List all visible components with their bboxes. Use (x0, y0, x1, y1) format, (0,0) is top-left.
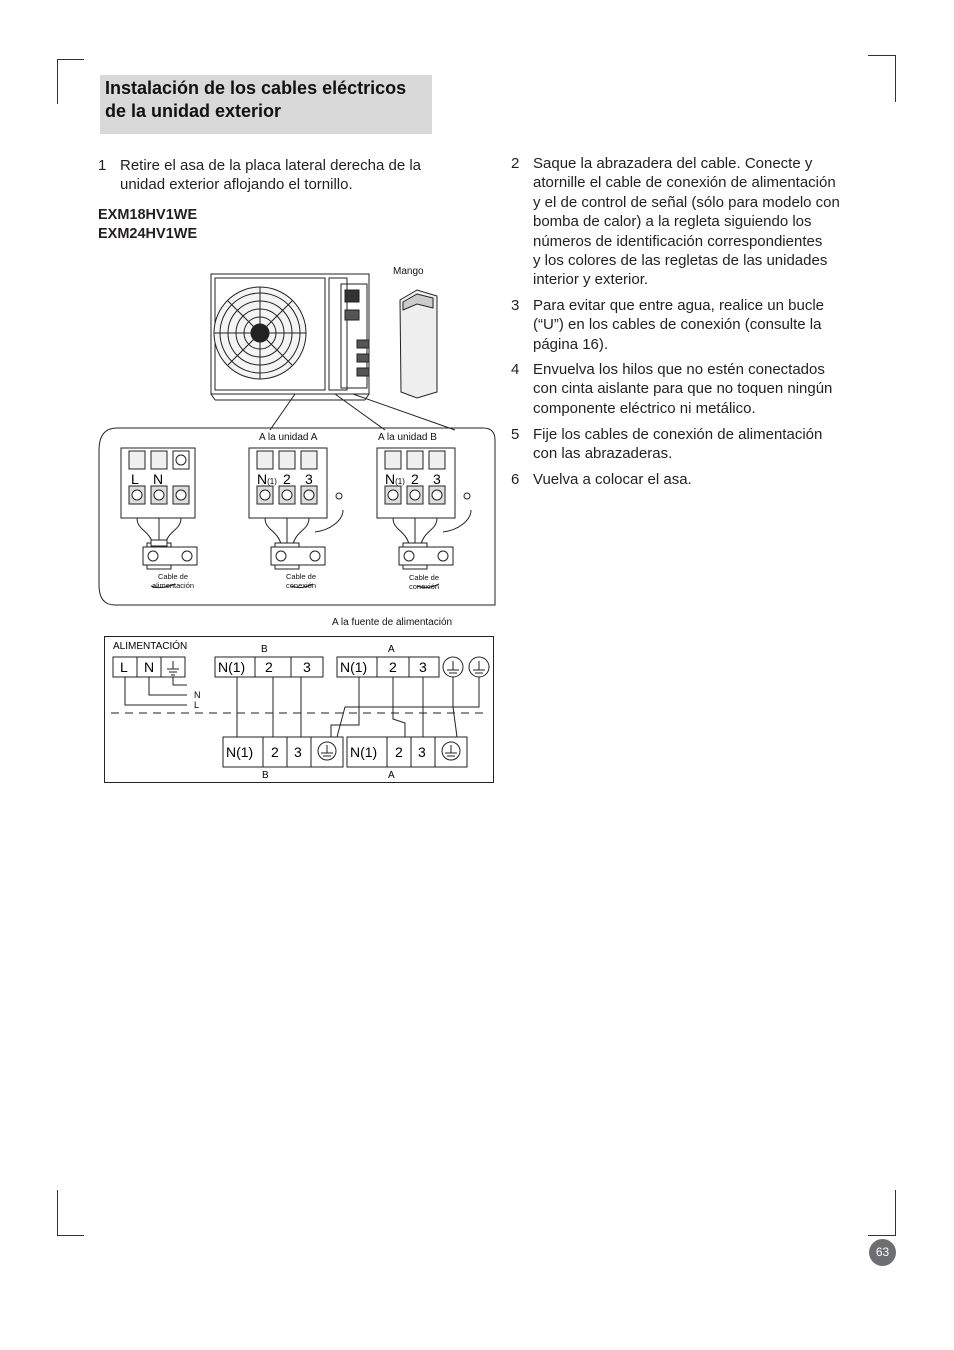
a-2: 2 (389, 659, 397, 675)
label-line: Cable de (285, 572, 317, 581)
section-title: Instalación de los cables eléctricos de … (105, 77, 406, 123)
terminal-n1: N(1) (257, 471, 277, 487)
ib-3: 3 (294, 744, 302, 760)
page-number: 63 (869, 1239, 896, 1266)
model-name: EXM18HV1WE (98, 207, 198, 223)
step-line: y el de control de señal (sólo para mode… (533, 193, 840, 211)
label-line: conexión (408, 582, 440, 591)
b-2: 2 (265, 659, 273, 675)
wire-l-small: L (194, 700, 199, 710)
connection-cable-label: Cable de conexión (389, 573, 459, 591)
ia-3: 3 (418, 744, 426, 760)
crop-mark (895, 1190, 896, 1236)
step-line: Para evitar que entre agua, realice un b… (533, 297, 825, 314)
crop-mark (868, 1235, 896, 1236)
wire-l: L (120, 659, 128, 675)
terminal-2: 2 (283, 471, 291, 487)
power-label: ALIMENTACIÓN (113, 639, 187, 652)
wire-n: N (144, 659, 154, 675)
label-a-bottom: A (388, 770, 395, 781)
to-unit-b-label: A la unidad B (378, 432, 437, 443)
terminal-n1: N(1) (385, 471, 405, 487)
b-3: 3 (303, 659, 311, 675)
step-text: Para evitar que entre agua, realice un b… (533, 296, 824, 354)
wiring-diagram: ALIMENTACIÓN L N N L B A N(1) 2 3 N(1) 2… (104, 636, 494, 783)
terminal-l: L (131, 471, 139, 487)
model-name: EXM24HV1WE (98, 226, 198, 242)
label-line: Cable de (157, 572, 189, 581)
handle-drawing (399, 289, 438, 399)
title-line: Instalación de los cables eléctricos (105, 78, 407, 98)
step-line: Fije los cables de conexión de alimentac… (533, 426, 823, 443)
step-line: con cinta aislante para que no toquen ni… (533, 380, 833, 398)
label-b-bottom: B (262, 770, 269, 781)
terminal-2: 2 (411, 471, 419, 487)
terminal-3: 3 (433, 471, 441, 487)
crop-mark (57, 1235, 84, 1236)
crop-mark (895, 55, 896, 102)
step-number: 1 (98, 157, 107, 174)
step-text: Envuelva los hilos que no estén conectad… (533, 360, 832, 418)
ia-n1: N(1) (350, 744, 377, 760)
step-number: 5 (511, 426, 520, 443)
ia-2: 2 (395, 744, 403, 760)
step-line: con las abrazaderas. (533, 445, 673, 463)
label-line: conexión (285, 581, 317, 590)
crop-mark (868, 55, 896, 56)
title-line: de la unidad exterior (105, 101, 282, 121)
step-line: Envuelva los hilos que no estén conectad… (533, 361, 825, 378)
detail-enclosure (98, 427, 496, 606)
wire-n-small: N (194, 690, 201, 700)
power-source-label: A la fuente de alimentación (332, 617, 453, 628)
crop-mark (57, 59, 84, 60)
step-number: 2 (511, 155, 520, 172)
a-n1: N(1) (340, 659, 367, 675)
step-line: interior y exterior. (533, 271, 649, 289)
ib-n1: N(1) (226, 744, 253, 760)
step-line: Retire el asa de la placa lateral derech… (120, 157, 422, 174)
handle-label: Mango (393, 266, 424, 277)
label-b-top: B (261, 644, 268, 655)
terminal-block-b (376, 447, 472, 589)
step-line: página 16). (533, 335, 609, 353)
crop-mark (57, 59, 58, 104)
crop-mark (57, 1190, 58, 1236)
step-text: Fije los cables de conexión de alimentac… (533, 425, 822, 464)
step-line: números de identificación correspondient… (533, 232, 823, 250)
terminal-n: N (153, 471, 163, 487)
step-line: (“U”) en los cables de conexión (consult… (533, 316, 822, 334)
power-cable-label: Cable de alimentación (138, 572, 208, 590)
outdoor-unit-drawing (210, 273, 456, 431)
label-line: alimentación (151, 581, 195, 590)
label-a-top: A (388, 644, 395, 655)
terminal-3: 3 (305, 471, 313, 487)
step-line: Saque la abrazadera del cable. Conecte y (533, 155, 813, 172)
label-line: Cable de (408, 573, 440, 582)
terminal-block-power (120, 447, 198, 589)
step-line: Vuelva a colocar el asa. (533, 471, 692, 488)
step-line: componente eléctrico ni metálico. (533, 399, 756, 417)
step-text: Saque la abrazadera del cable. Conecte y… (533, 154, 840, 290)
step-text: Vuelva a colocar el asa. (533, 470, 692, 489)
b-n1: N(1) (218, 659, 245, 675)
step-number: 4 (511, 361, 520, 378)
terminal-block-a (248, 447, 344, 589)
step-number: 3 (511, 297, 520, 314)
a-3: 3 (419, 659, 427, 675)
ib-2: 2 (271, 744, 279, 760)
step-number: 6 (511, 471, 520, 488)
step-text: Retire el asa de la placa lateral derech… (120, 156, 421, 195)
step-line: bomba de calor) a la regleta siguiendo l… (533, 213, 812, 231)
step-line: unidad exterior aflojando el tornillo. (120, 176, 353, 194)
step-line: atornille el cable de conexión de alimen… (533, 174, 836, 192)
section-title-box: Instalación de los cables eléctricos de … (100, 75, 432, 134)
to-unit-a-label: A la unidad A (259, 432, 318, 443)
wiring-diagram-svg: ALIMENTACIÓN L N N L B A N(1) 2 3 N(1) 2… (111, 639, 490, 781)
step-line: y los colores de las regletas de las uni… (533, 252, 828, 270)
connection-cable-label: Cable de conexión (266, 572, 336, 590)
outdoor-unit-figure: L N N(1) 2 3 N(1) 2 3 (98, 273, 496, 606)
